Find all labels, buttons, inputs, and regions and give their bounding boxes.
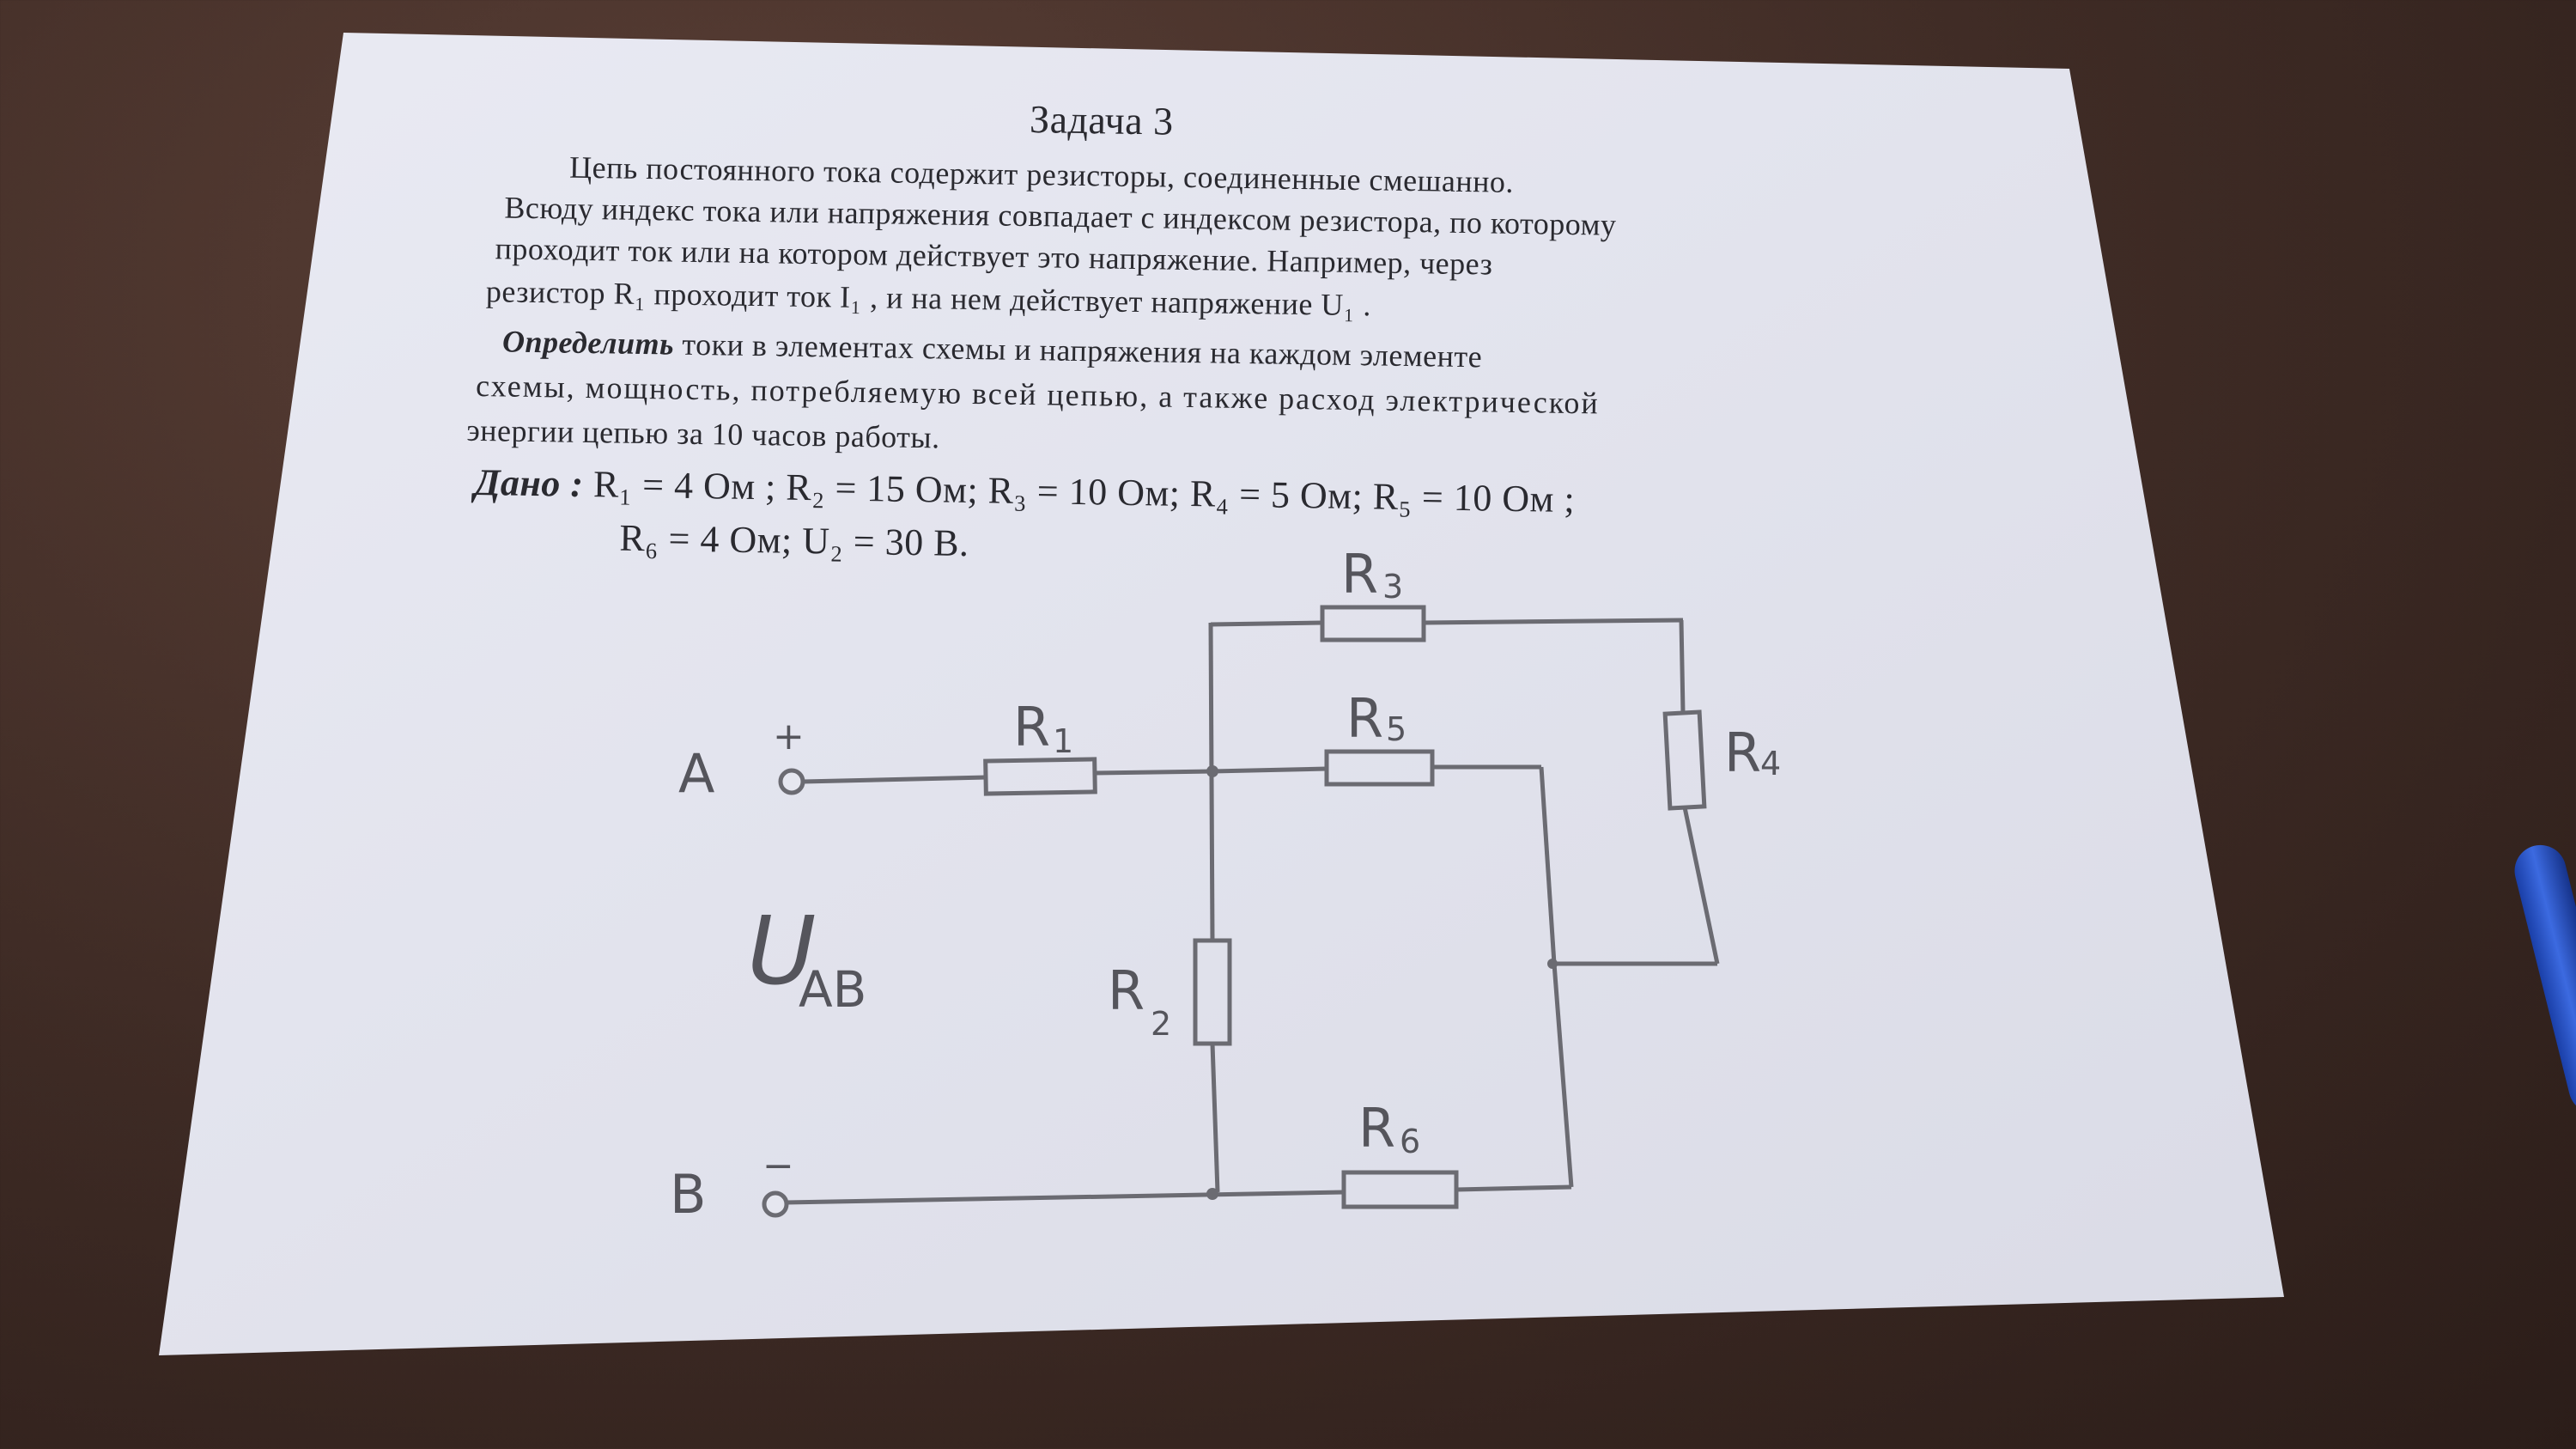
terminal-a-label: A (678, 742, 714, 805)
resistor-r6-body (1341, 1170, 1459, 1209)
schematic-labels: A + B − U AB R 1 R 2 R 3 R 4 R 5 R 6 (670, 543, 1781, 1226)
determine-line: Определить токи в элементах схемы и напр… (502, 323, 1483, 374)
r4-index: 4 (1760, 745, 1781, 782)
circuit-wires (785, 618, 1720, 1205)
r2-letter: R (1108, 959, 1145, 1022)
r3-letter: R (1341, 543, 1378, 606)
r6-letter: R (1358, 1097, 1395, 1160)
determine-line-3: энергии цепью за 10 часов работы. (466, 412, 940, 455)
node-right (1547, 959, 1558, 969)
resistor-r5-body (1324, 749, 1435, 787)
resistor-r1-body (983, 757, 1097, 796)
given-line-1: Дано : R₁ = 4 Ом ; R₂ = 15 Ом; R₃ = 10 О… (474, 460, 1576, 521)
r1-index: 1 (1053, 722, 1073, 760)
r5-letter: R (1346, 687, 1383, 750)
voltage-uab-sub: AB (799, 960, 866, 1019)
terminal-b-label: B (670, 1163, 707, 1226)
r3-index: 3 (1382, 568, 1403, 606)
terminal-a-icon (778, 768, 805, 795)
voltage-uab-main: U (747, 896, 817, 1006)
terminal-b-sign: − (762, 1144, 794, 1188)
circuit-nodes (1206, 765, 1558, 1200)
r2-index: 2 (1151, 1005, 1171, 1043)
paper (159, 33, 2284, 1355)
r6-index: 6 (1400, 1123, 1420, 1160)
terminals (762, 768, 805, 1218)
given-line-2: R₆ = 4 Ом; U₂ = 30 В. (619, 516, 969, 564)
determine-label: Определить (501, 324, 675, 362)
node-bottom (1206, 1188, 1218, 1200)
terminal-a-sign: + (773, 715, 805, 758)
given-values-1: R₁ = 4 Ом ; R₂ = 15 Ом; R₃ = 10 Ом; R₄ =… (592, 463, 1576, 521)
r1-letter: R (1013, 696, 1050, 758)
node-top (1206, 765, 1218, 777)
determine-line-2: схемы, мощность, потребляемую всей цепью… (475, 368, 1600, 421)
resistor-r4-body (1662, 709, 1707, 811)
resistor-r3-body (1320, 605, 1426, 642)
task-text: Задача 3 Цепь постоянного тока содержит … (459, 69, 2111, 1434)
r5-index: 5 (1386, 710, 1406, 748)
resistor-r2-body (1193, 938, 1232, 1046)
r4-letter: R (1724, 721, 1761, 784)
terminal-b-icon (762, 1190, 789, 1218)
intro-line-4: резистор R₁ проходит ток I₁ , и на нем д… (485, 274, 1372, 323)
given-label: Дано : (474, 460, 584, 505)
task-title: Задача 3 (1029, 97, 1175, 143)
determine-text: токи в элементах схемы и напряжения на к… (682, 326, 1483, 374)
resistors (983, 605, 1707, 1209)
